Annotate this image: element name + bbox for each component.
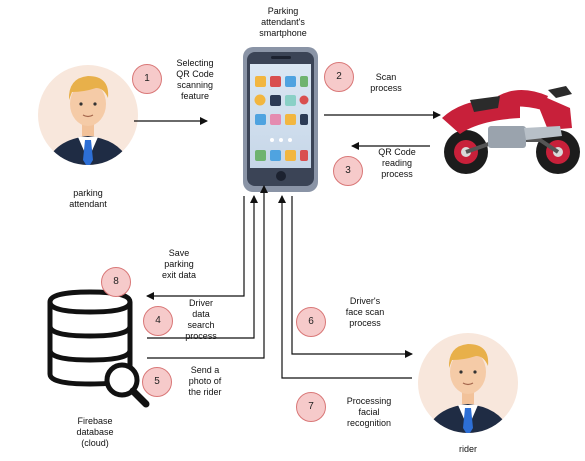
arrow-step-4 — [147, 195, 258, 339]
step-5-badge: 5 — [142, 367, 172, 397]
database-label: Firebase database (cloud) — [76, 416, 114, 448]
app-grid — [254, 76, 309, 161]
step-7-label: Processing facial recognition — [346, 396, 392, 428]
arrow-step-7 — [278, 195, 412, 379]
attendant-avatar-icon — [38, 65, 138, 165]
arrow-step-5 — [147, 185, 268, 359]
attendant-label: parking attendant — [69, 188, 107, 209]
step-3-label: QR Code reading process — [378, 147, 416, 179]
step-2-badge: 2 — [324, 62, 354, 92]
step-4-label: Driver data search process — [185, 298, 217, 341]
phone-label: Parking attendant's smartphone — [259, 6, 307, 38]
motorcycle-icon — [442, 86, 580, 174]
rider-label: rider — [458, 444, 477, 454]
step-2-label: Scan process — [370, 72, 402, 93]
arrow-step-8 — [146, 196, 245, 300]
step-1-label: Selecting QR Code scanning feature — [176, 58, 214, 101]
step-3-badge: 3 — [333, 156, 363, 186]
step-8-label: Save parking exit data — [161, 248, 197, 280]
rider-avatar-icon — [418, 333, 518, 433]
step-1-badge: 1 — [132, 64, 162, 94]
step-6-label: Driver's face scan process — [345, 296, 385, 328]
step-7-badge: 7 — [296, 392, 326, 422]
arrow-step-6 — [291, 196, 413, 358]
flow-arrows — [134, 111, 441, 379]
step-4-badge: 4 — [143, 306, 173, 336]
database-icon — [47, 289, 150, 408]
smartphone-icon — [243, 47, 318, 192]
step-6-badge: 6 — [296, 307, 326, 337]
step-8-badge: 8 — [101, 267, 131, 297]
step-5-label: Send a photo of the rider — [188, 365, 222, 397]
